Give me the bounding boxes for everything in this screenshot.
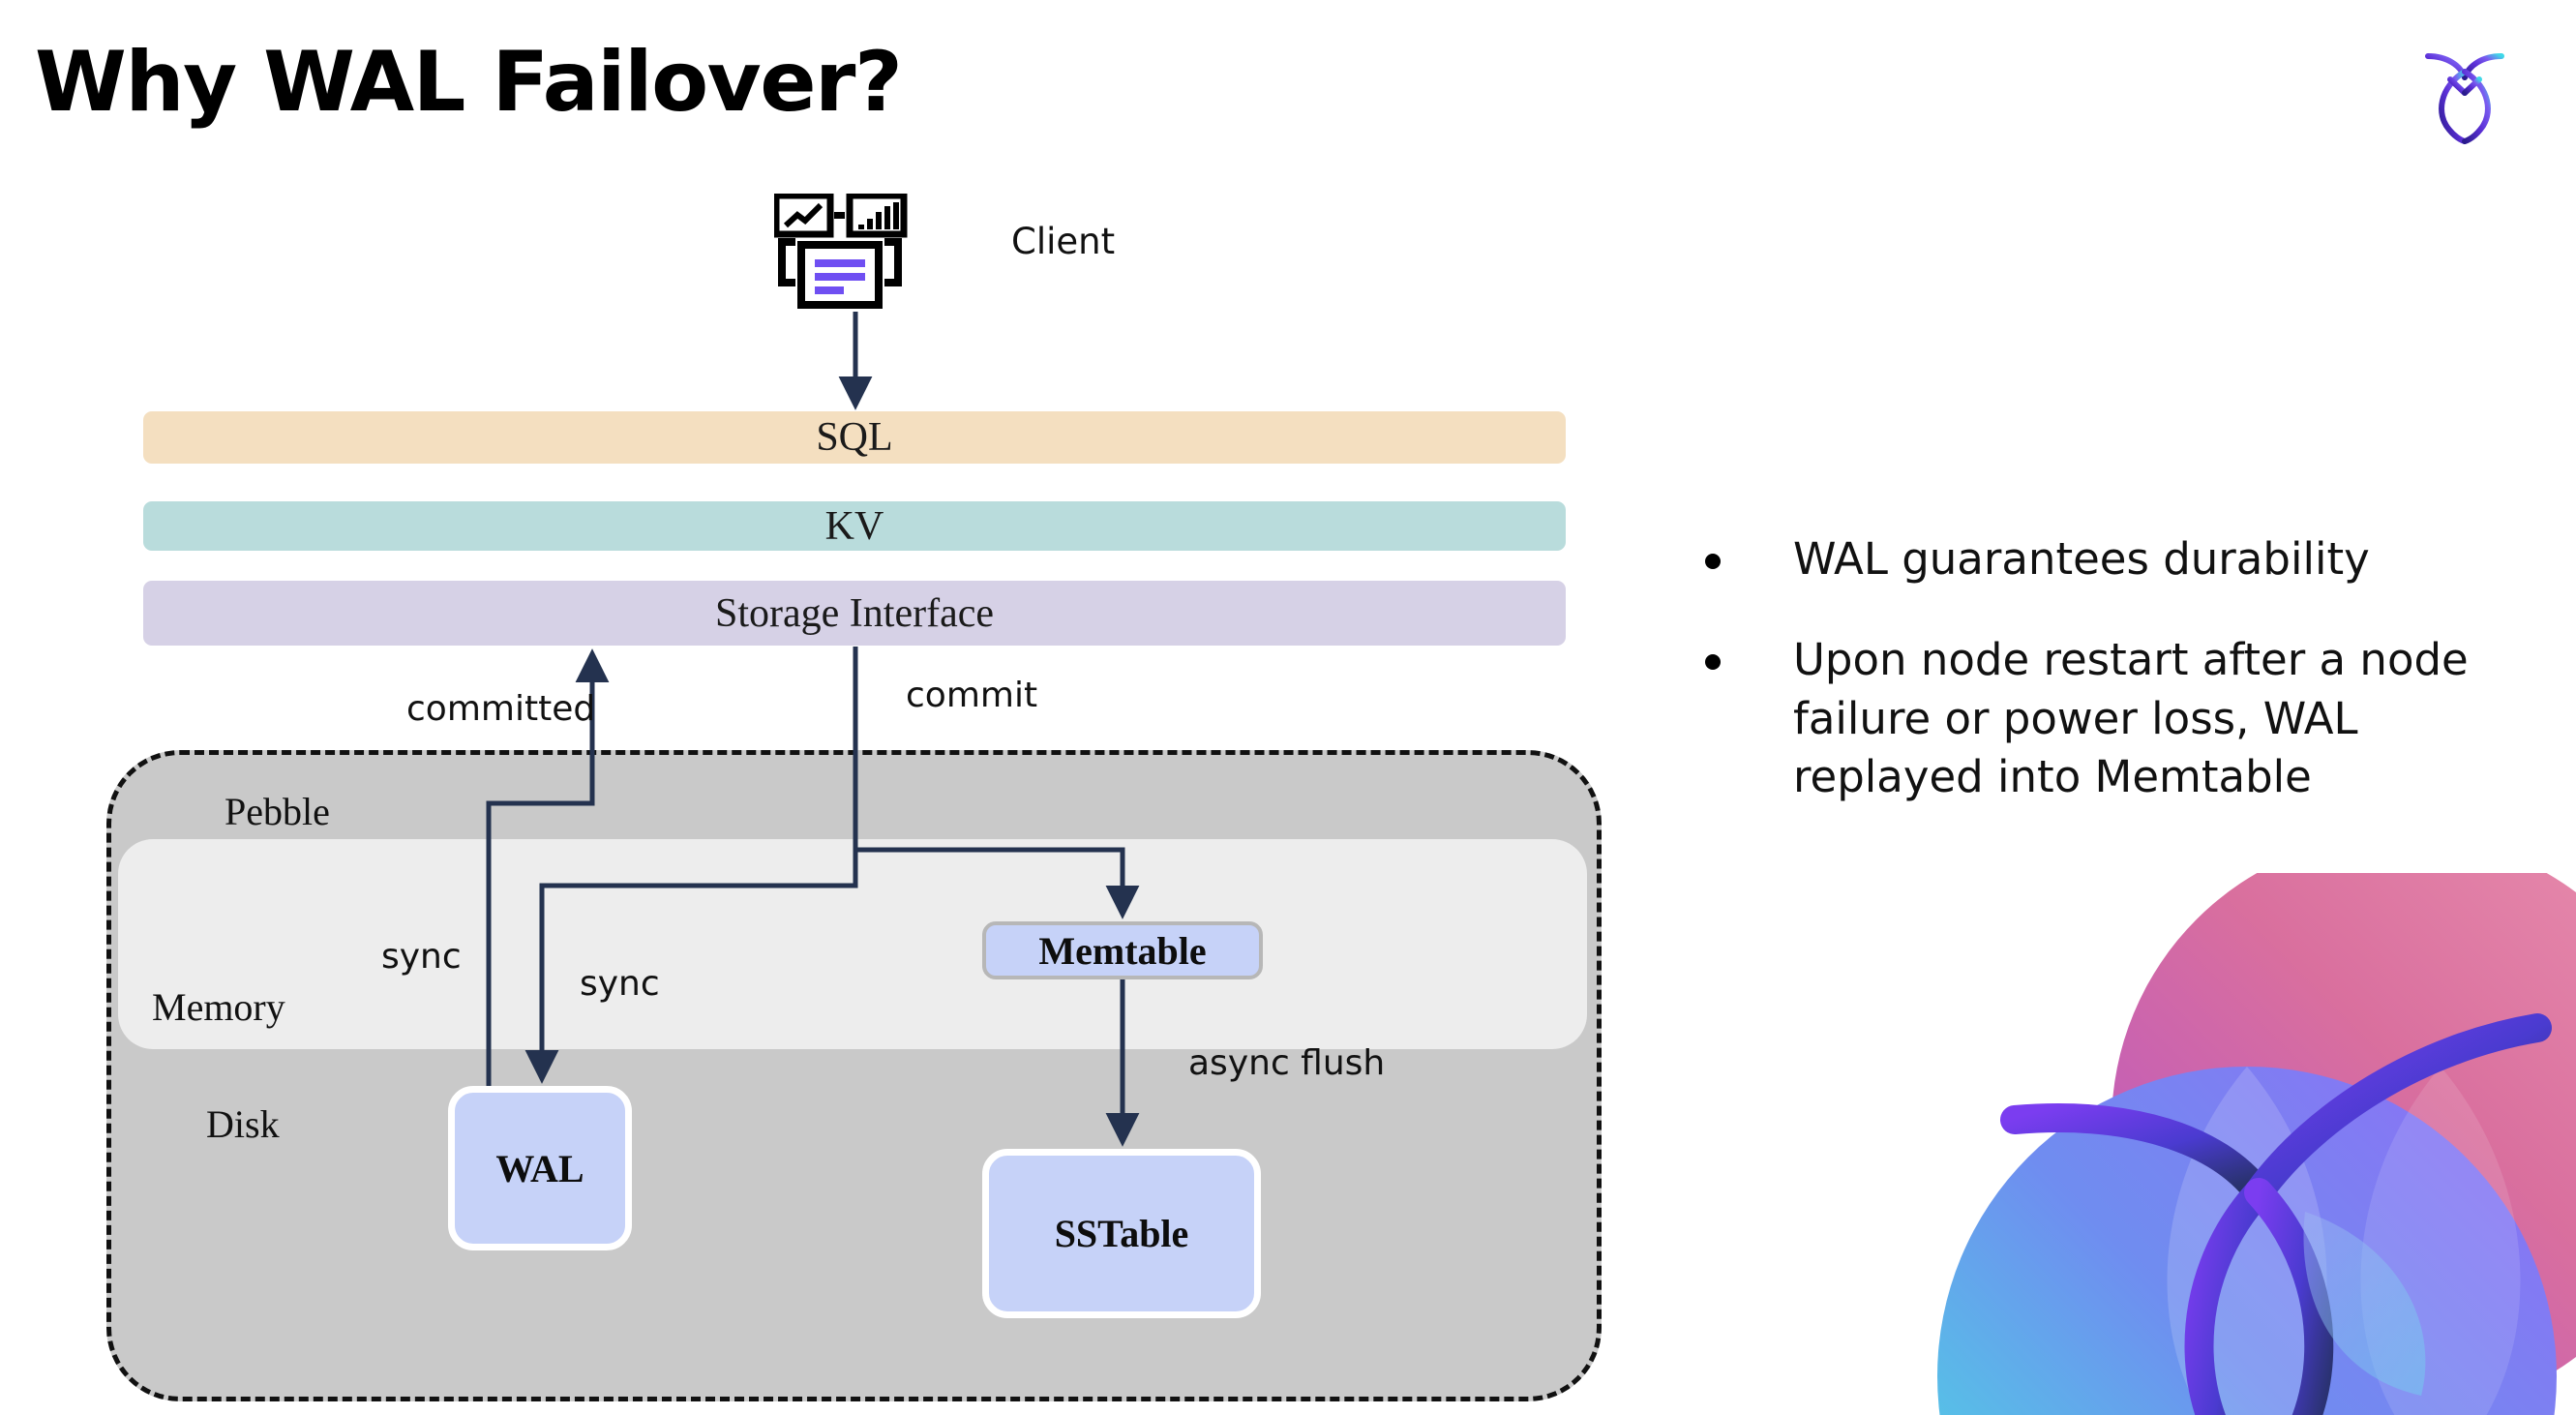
cockroachdb-logo-icon [2407, 33, 2523, 149]
edge-label-sync-2: sync [580, 964, 660, 1004]
disk-label: Disk [206, 1102, 280, 1146]
layer-bar-kv: KV [143, 501, 1566, 551]
bullet-text: WAL guarantees durability [1793, 533, 2370, 585]
bullet-dot-icon [1705, 654, 1721, 671]
node-sstable-label: SSTable [1054, 1212, 1189, 1255]
edge-label-commit: commit [906, 676, 1038, 715]
list-item: WAL guarantees durability [1705, 530, 2508, 588]
node-memtable-label: Memtable [1038, 928, 1207, 973]
decorative-logo-artwork [1899, 873, 2576, 1415]
bullet-list: WAL guarantees durability Upon node rest… [1705, 530, 2508, 849]
node-wal[interactable]: WAL [448, 1086, 632, 1250]
node-memtable[interactable]: Memtable [982, 921, 1263, 979]
layer-label-kv: KV [824, 503, 884, 549]
node-wal-label: WAL [495, 1146, 584, 1190]
memory-label: Memory [152, 985, 285, 1029]
edge-label-committed: committed [406, 689, 596, 729]
edge-label-sync-1: sync [381, 937, 462, 977]
layer-bar-storage: Storage Interface [143, 581, 1566, 646]
page-title: Why WAL Failover? [35, 34, 903, 131]
client-dashboard-icon [772, 192, 929, 315]
bullet-text: Upon node restart after a node failure o… [1793, 634, 2469, 802]
edge-label-async-flush: async flush [1188, 1043, 1386, 1083]
layer-label-sql: SQL [816, 415, 893, 460]
client-label: Client [1011, 221, 1116, 262]
list-item: Upon node restart after a node failure o… [1705, 631, 2508, 806]
node-sstable[interactable]: SSTable [982, 1149, 1261, 1318]
layer-label-storage: Storage Interface [715, 590, 994, 636]
layer-bar-sql: SQL [143, 411, 1566, 464]
bullet-dot-icon [1705, 554, 1721, 569]
pebble-label: Pebble [225, 790, 330, 833]
memory-region [118, 839, 1587, 1049]
